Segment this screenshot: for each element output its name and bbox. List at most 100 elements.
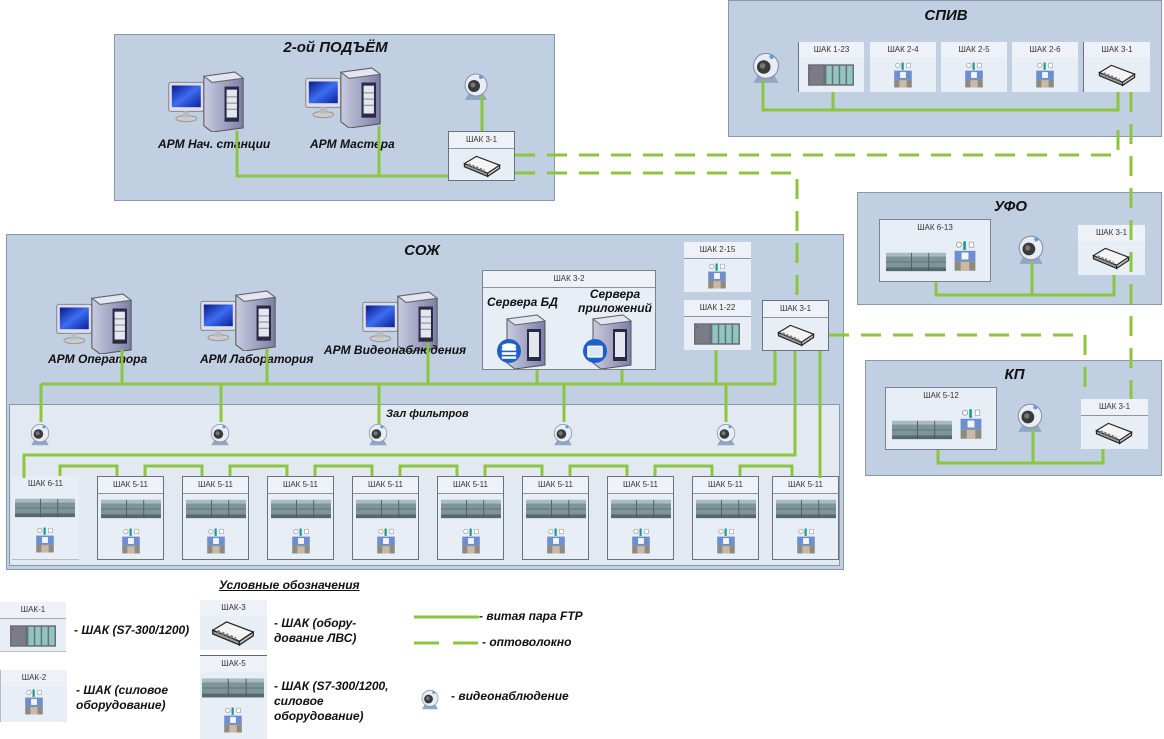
workstation-icon [166, 70, 250, 132]
cabinet-label: ШАК-3 [200, 600, 267, 616]
application-icon [583, 339, 607, 363]
camera-icon [461, 71, 491, 101]
plc-s7-1200-icon [202, 676, 264, 700]
legend-cabinet-switch: ШАК-3 [200, 600, 267, 650]
database-icon [497, 339, 521, 363]
cabinet-plc-power[interactable]: ШАК 5-11 [97, 476, 164, 560]
zone-title: УФО [994, 198, 1027, 215]
cabinet-label: ШАК 2-6 [1012, 42, 1078, 58]
power-equipment-icon [222, 706, 244, 734]
plc-s7-1200-icon [886, 250, 946, 274]
cabinet-switch-podem[interactable]: ШАК 3-1 [448, 131, 515, 181]
power-equipment-icon [120, 527, 142, 555]
legend-text: - ШАК (S7-300/1200, силовое оборудование… [274, 679, 389, 723]
cabinet-label: ШАК 1-22 [684, 300, 751, 317]
cabinet-switch-ufo[interactable]: ШАК 3-1 [1078, 225, 1145, 275]
cabinet-label: ШАК-2 [1, 670, 67, 686]
zone-title: СОЖ [404, 242, 440, 259]
plc-s7-300-icon [694, 323, 740, 345]
camera-icon [749, 50, 783, 84]
power-equipment-icon [290, 527, 312, 555]
cabinet-plc-power[interactable]: ШАК 5-11 [522, 476, 589, 560]
cabinet-label: ШАК 3-1 [449, 132, 514, 149]
cabinet-label: ШАК-1 [0, 602, 66, 619]
cabinet-plc-power[interactable]: ШАК 5-11 [607, 476, 674, 560]
cabinet-label: ШАК 5-12 [923, 391, 959, 400]
camera-icon [714, 422, 738, 446]
cabinet-plc-power[interactable]: ШАК 5-11 [267, 476, 334, 560]
plc-s7-1200-icon [611, 497, 671, 521]
cabinet-power[interactable]: ШАК 2-5 [941, 42, 1007, 92]
zone-title: СПИВ [924, 7, 968, 24]
legend-line-solid [414, 615, 479, 619]
server-db-label: Сервера БД [487, 295, 558, 309]
plc-s7-1200-icon [356, 497, 416, 521]
cabinet-plc-power[interactable]: ШАК 5-11 [772, 476, 839, 560]
power-equipment-icon [706, 262, 728, 290]
cabinet-switch-spiv[interactable]: ШАК 3-1 [1083, 42, 1150, 92]
cabinet-label: ШАК 5-11 [268, 477, 333, 494]
plc-s7-1200-icon [776, 497, 836, 521]
cabinet-label: ШАК 5-11 [98, 477, 163, 494]
cabinet-plc-power[interactable]: ШАК 6-11 [12, 476, 79, 560]
legend-line-text: - оптоволокно [482, 635, 572, 649]
legend-cabinet-plc-power: ШАК-5 [200, 655, 267, 739]
cabinet-label: ШАК 5-11 [608, 477, 673, 494]
camera-icon [419, 688, 441, 710]
cabinet-switch-kp[interactable]: ШАК 3-1 [1081, 399, 1148, 449]
legend-cabinet-plc: ШАК-1 [0, 602, 66, 652]
zone-title: КП [1004, 366, 1025, 383]
power-equipment-icon [952, 240, 978, 272]
legend-text: - ШАК (силовое оборудование) [76, 683, 169, 712]
network-switch-icon [1091, 245, 1131, 271]
cabinet-label: ШАК 1-23 [799, 42, 864, 58]
network-switch-icon [210, 618, 256, 648]
cabinet-plc-power[interactable]: ШАК 5-11 [352, 476, 419, 560]
cabinet-plc[interactable]: ШАК 1-22 [684, 300, 751, 350]
network-switch-icon [776, 322, 816, 348]
power-equipment-icon [963, 61, 985, 89]
cabinet-plc-power[interactable]: ШАК 5-11 [692, 476, 759, 560]
legend-cabinet-power: ШАК-2 [0, 670, 67, 722]
workstation-label: АРМ Мастера [310, 137, 395, 151]
cabinet-plc[interactable]: ШАК 1-23 [798, 42, 864, 92]
power-equipment-icon [545, 527, 567, 555]
cabinet-switch-sozh[interactable]: ШАК 3-1 [762, 300, 829, 351]
power-equipment-icon [795, 527, 817, 555]
legend-text: - ШАК (обору-дование ЛВС) [274, 616, 357, 645]
camera-icon [1015, 233, 1047, 265]
power-equipment-icon [34, 526, 56, 554]
plc-s7-300-icon [808, 64, 854, 86]
legend-title: Условные обозначения [219, 578, 360, 592]
plc-s7-1200-icon [892, 418, 952, 442]
subzone-title: Зал фильтров [386, 408, 469, 420]
camera-icon [28, 422, 52, 446]
cabinet-label: ШАК 5-11 [353, 477, 418, 494]
legend-line-text: - витая пара FTP [479, 609, 583, 623]
power-equipment-icon [892, 61, 914, 89]
plc-s7-1200-icon [271, 497, 331, 521]
cabinet-power[interactable]: ШАК 2-15 [684, 242, 751, 292]
power-equipment-icon [715, 527, 737, 555]
cabinet-label: ШАК 5-11 [523, 477, 588, 494]
workstation-label: АРМ Оператора [48, 352, 148, 366]
cabinet-plc-power[interactable]: ШАК 5-11 [182, 476, 249, 560]
legend-text: - ШАК (S7-300/1200) [74, 623, 190, 637]
cabinet-label: ШАК 6-13 [917, 223, 953, 232]
plc-s7-1200-icon [186, 497, 246, 521]
cabinet-power[interactable]: ШАК 2-6 [1012, 42, 1078, 92]
cabinet-power[interactable]: ШАК 2-4 [870, 42, 936, 92]
cabinet-label: ШАК 3-1 [1084, 42, 1150, 58]
plc-s7-1200-icon [101, 497, 161, 521]
cabinet-servers[interactable]: ШАК 3-2 Сервера БД Сервера приложений [482, 270, 656, 370]
cabinet-plc-power[interactable]: ШАК 5-11 [437, 476, 504, 560]
plc-s7-300-icon [10, 625, 56, 647]
workstation-icon [303, 66, 387, 128]
power-equipment-icon [1034, 61, 1056, 89]
legend-camera-text: - видеонаблюдение [451, 689, 569, 703]
cabinet-label: ШАК 5-11 [438, 477, 503, 494]
power-equipment-icon [630, 527, 652, 555]
cabinet-plc-power[interactable]: ШАК 6-13 [879, 219, 991, 282]
cabinet-plc-power[interactable]: ШАК 5-12 [885, 387, 997, 450]
cabinet-label: ШАК 5-11 [693, 477, 758, 494]
